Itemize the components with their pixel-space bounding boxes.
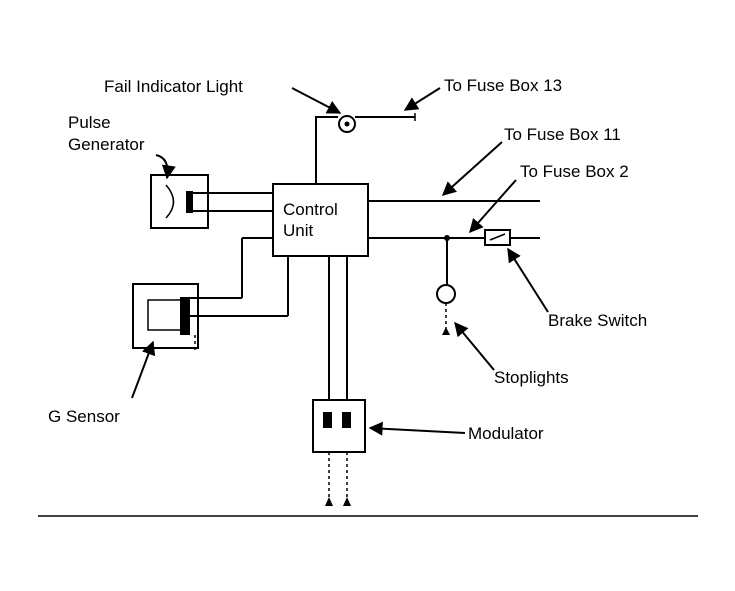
pulse-generator-box (150, 174, 209, 229)
modulator-ground-icon-2 (343, 497, 351, 506)
pulse-generator-pointer (155, 154, 176, 180)
g-sensor-label: G Sensor (48, 407, 120, 426)
fuse2-pointer (469, 179, 517, 234)
stoplight-bulb (436, 284, 456, 304)
control-unit-box (272, 183, 369, 257)
pulse-generator-coil (186, 191, 193, 213)
stoplight-ground-icon (442, 327, 450, 335)
fuse2-label: To Fuse Box 2 (520, 162, 629, 181)
g-sensor-pointer (131, 340, 156, 399)
stoplights-pointer (454, 321, 495, 371)
fail-indicator-label: Fail Indicator Light (104, 77, 243, 96)
fail-indicator-light (338, 115, 356, 133)
modulator-pointer (368, 421, 466, 436)
fail-indicator-light-center (344, 121, 350, 127)
modulator-label: Modulator (468, 424, 544, 443)
fuse13-label: To Fuse Box 13 (444, 76, 562, 95)
fuse13-pointer (403, 87, 441, 111)
modulator-coil-1 (323, 412, 332, 428)
stoplights-label: Stoplights (494, 368, 569, 387)
modulator-box (312, 399, 366, 453)
brake-switch-pointer (507, 247, 549, 313)
fail-light-wire (315, 116, 338, 184)
modulator-coil-2 (342, 412, 351, 428)
fuse11-label: To Fuse Box 11 (504, 125, 621, 144)
fuse11-pointer (441, 141, 503, 196)
brake-switch-label: Brake Switch (548, 311, 647, 330)
modulator-ground-icon-1 (325, 497, 333, 506)
g-sensor-connector (180, 297, 190, 335)
pulse-generator-coil-arc (165, 184, 175, 219)
pulse-generator-label-2: Generator (68, 135, 145, 154)
control-unit-label-1: Control (283, 200, 338, 219)
fail-light-pointer (291, 87, 342, 114)
brake-switch-contact (489, 233, 506, 241)
pulse-generator-label-1: Pulse (68, 113, 111, 132)
control-unit-label-2: Unit (283, 221, 314, 240)
